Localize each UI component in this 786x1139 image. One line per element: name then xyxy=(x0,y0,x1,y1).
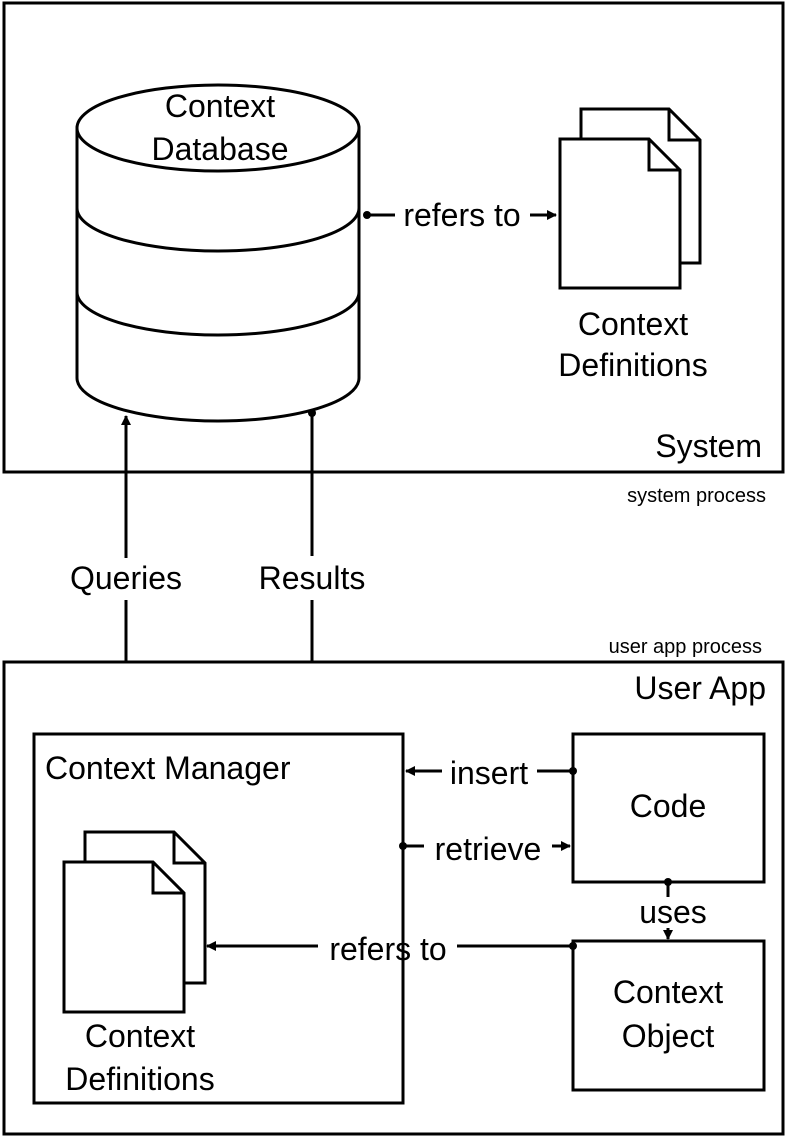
code-box xyxy=(571,732,766,884)
uses-label: uses xyxy=(639,894,707,930)
system-definitions-label-line2: Definitions xyxy=(558,347,707,383)
database-label-line2: Database xyxy=(152,131,289,167)
queries-label: Queries xyxy=(70,560,182,596)
user-app-label: User App xyxy=(634,670,766,706)
code-label: Code xyxy=(630,788,707,824)
retrieve-label: retrieve xyxy=(435,831,542,867)
context-definitions-doc-icon xyxy=(558,107,702,290)
user-definitions-label-line2: Definitions xyxy=(65,1061,214,1097)
context-object-label-line1: Context xyxy=(613,974,723,1010)
context-object-label-line2: Object xyxy=(622,1018,715,1054)
system-definitions-label-line1: Context xyxy=(578,306,688,342)
user-definitions-doc-icon xyxy=(62,830,207,1014)
context-object-box xyxy=(571,939,766,1092)
results-label: Results xyxy=(259,560,366,596)
context-database-icon xyxy=(75,83,361,423)
system-label: System xyxy=(655,428,762,464)
user-app-process-label: user app process xyxy=(609,636,762,658)
context-manager-box xyxy=(32,732,405,1105)
context-manager-label: Context Manager xyxy=(45,750,291,786)
system-refers-to-label: refers to xyxy=(403,197,520,233)
system-process-label: system process xyxy=(627,485,766,507)
user-refers-to-label: refers to xyxy=(329,931,446,967)
user-definitions-label-line1: Context xyxy=(85,1018,195,1054)
database-label-line1: Context xyxy=(165,88,275,124)
insert-label: insert xyxy=(450,755,528,791)
